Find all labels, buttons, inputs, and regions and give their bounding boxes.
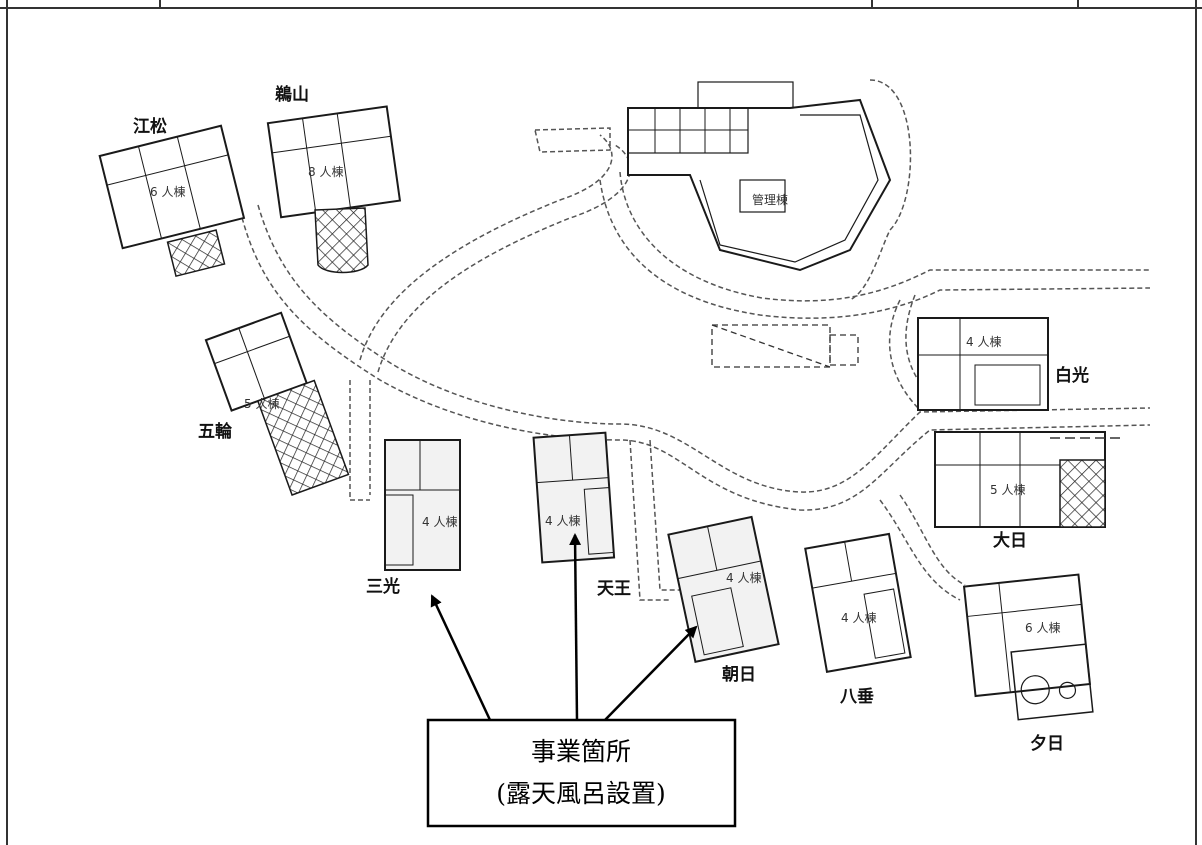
building-yatare bbox=[804, 532, 912, 673]
caption-yuhi: 6 人棟 bbox=[1025, 620, 1060, 635]
caption-sanko: 4 人棟 bbox=[422, 514, 457, 529]
label-gorin: 五輪 bbox=[198, 421, 233, 442]
label-uyama: 鵜山 bbox=[274, 84, 309, 105]
label-dainichi: 大日 bbox=[993, 530, 1027, 551]
caption-hakko: 4 人棟 bbox=[966, 334, 1001, 349]
caption-asahi: 4 人棟 bbox=[726, 570, 761, 585]
label-emats: 江松 bbox=[133, 116, 167, 137]
callout-box bbox=[426, 718, 737, 828]
label-yatare: 八垂 bbox=[840, 687, 874, 707]
label-yuhi: 夕日 bbox=[1030, 733, 1064, 754]
label-asahi: 朝日 bbox=[722, 664, 756, 685]
caption-kanri: 管理棟 bbox=[752, 192, 788, 207]
building-hakko bbox=[917, 317, 1049, 411]
caption-dainichi: 5 人棟 bbox=[990, 482, 1025, 497]
building-tenno bbox=[532, 431, 616, 564]
label-hakko: 白光 bbox=[1055, 365, 1089, 386]
building-uyama bbox=[266, 105, 402, 274]
label-tenno: 天王 bbox=[597, 579, 631, 599]
walkways bbox=[239, 79, 1151, 601]
building-gorin bbox=[204, 311, 350, 496]
caption-tenno: 4 人棟 bbox=[545, 513, 580, 528]
caption-gorin: 5 人棟 bbox=[244, 396, 279, 411]
callout-line2: (露天風呂設置) bbox=[496, 779, 666, 808]
building-dainichi bbox=[934, 431, 1120, 528]
building-sanko bbox=[384, 439, 461, 571]
caption-emats: 6 人棟 bbox=[150, 184, 185, 199]
building-yuhi bbox=[962, 573, 1094, 721]
caption-uyama: 8 人棟 bbox=[308, 164, 343, 179]
callout-arrows bbox=[430, 533, 698, 721]
callout-line1: 事業箇所 bbox=[531, 737, 631, 766]
building-emats bbox=[98, 124, 246, 278]
label-sanko: 三光 bbox=[366, 576, 400, 597]
building-kanri bbox=[627, 81, 892, 272]
planned-building bbox=[711, 324, 859, 368]
caption-yatare: 4 人棟 bbox=[841, 610, 876, 625]
